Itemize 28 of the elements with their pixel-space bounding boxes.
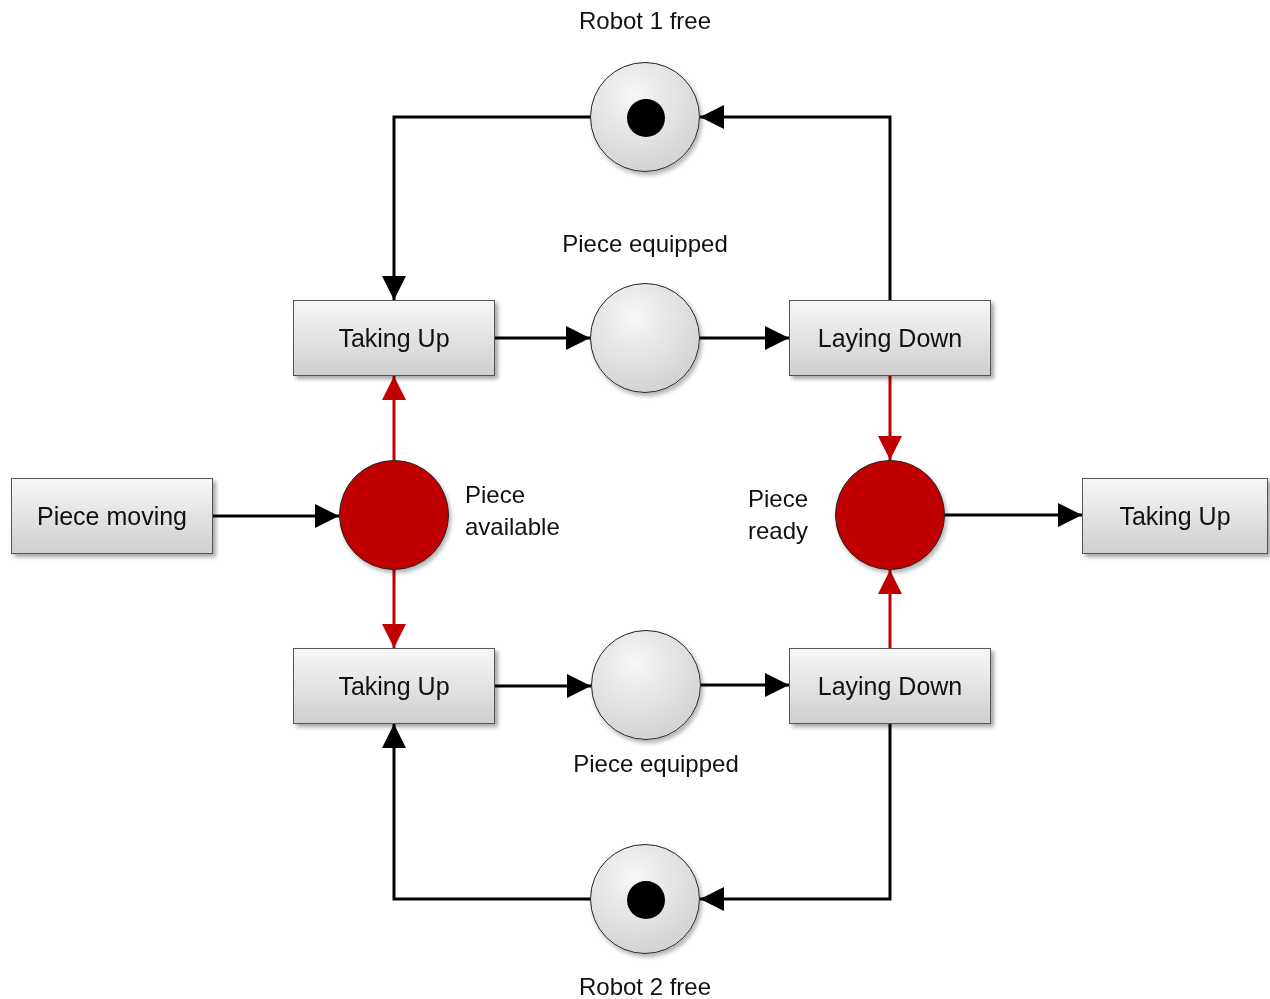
place-label: Robot 1 free bbox=[577, 6, 713, 36]
arrow bbox=[213, 504, 339, 528]
place-label: Piece available bbox=[465, 480, 561, 542]
transition-box: Taking Up bbox=[293, 648, 495, 724]
arrow bbox=[382, 115, 590, 300]
token-dot bbox=[627, 99, 665, 137]
place-label: Piece equipped bbox=[572, 749, 740, 779]
transition-box: Laying Down bbox=[789, 300, 991, 376]
arrow bbox=[945, 503, 1082, 527]
arrow bbox=[495, 674, 591, 698]
transition-box: Taking Up bbox=[1082, 478, 1268, 554]
place-label: Piece ready bbox=[748, 484, 810, 546]
arrow bbox=[701, 673, 789, 697]
arrow bbox=[382, 376, 406, 460]
place-label: Robot 2 free bbox=[577, 972, 713, 999]
token-dot bbox=[627, 881, 665, 919]
arrow bbox=[878, 376, 902, 460]
arrow bbox=[382, 570, 406, 648]
arrow bbox=[700, 105, 892, 300]
transition-box: Taking Up bbox=[293, 300, 495, 376]
transition-box: Piece moving bbox=[11, 478, 213, 554]
arrow bbox=[495, 326, 590, 350]
transition-box: Laying Down bbox=[789, 648, 991, 724]
place-label: Piece equipped bbox=[561, 229, 729, 259]
arrow bbox=[700, 326, 789, 350]
arrow bbox=[382, 724, 590, 901]
arrow bbox=[878, 570, 902, 648]
arrow bbox=[700, 724, 892, 911]
